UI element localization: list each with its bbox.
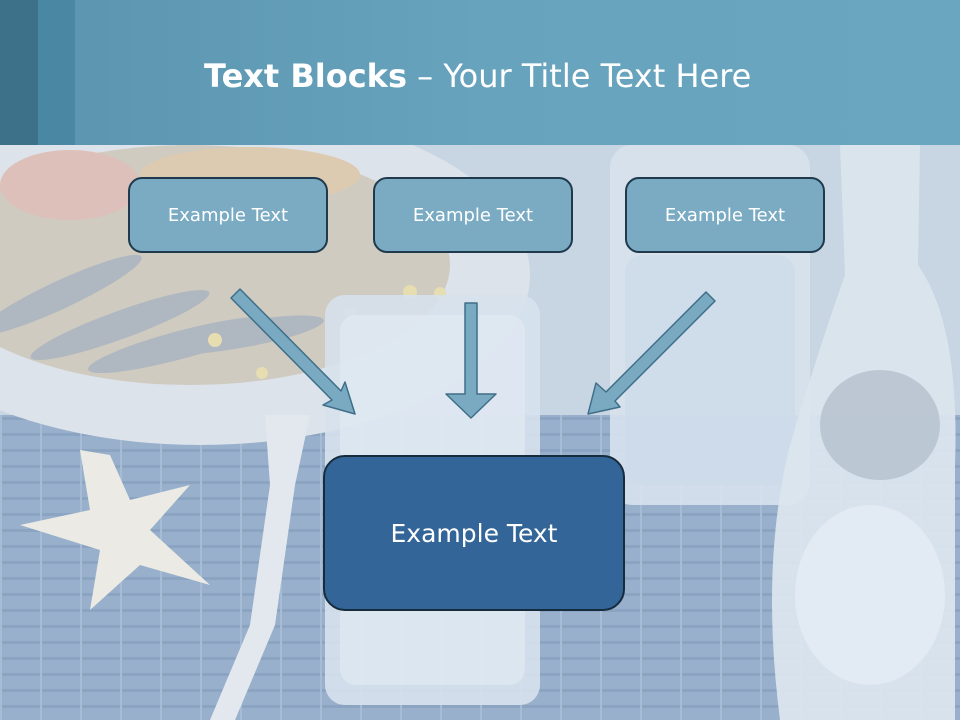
header-accent-mid	[38, 0, 75, 145]
text-block-bottom[interactable]: Example Text	[323, 455, 625, 611]
arrow-left	[230, 288, 356, 415]
header-accent-dark	[0, 0, 38, 145]
arrow-center	[445, 302, 497, 419]
text-block-label: Example Text	[412, 204, 534, 226]
text-block-top-center[interactable]: Example Text	[373, 177, 573, 253]
text-block-label: Example Text	[167, 204, 289, 226]
arrow-right	[587, 291, 716, 415]
title-rest: Your Title Text Here	[443, 57, 752, 95]
text-block-top-right[interactable]: Example Text	[625, 177, 825, 253]
text-block-top-left[interactable]: Example Text	[128, 177, 328, 253]
text-block-label: Example Text	[664, 204, 786, 226]
text-block-label: Example Text	[390, 518, 558, 548]
slide-title: Text Blocks – Your Title Text Here	[204, 52, 751, 100]
title-dash: –	[407, 57, 444, 95]
title-bold: Text Blocks	[204, 57, 407, 95]
title-bar	[0, 0, 960, 145]
